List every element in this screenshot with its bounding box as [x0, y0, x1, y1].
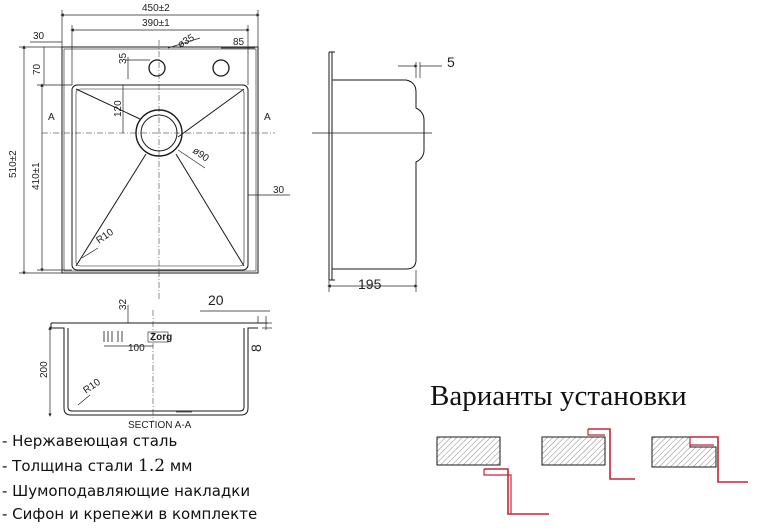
section-marker-right: A	[264, 112, 271, 123]
section-view-dimensions: 32 20 8 200 100 R10 Zorg SECTION A-A	[39, 292, 264, 431]
side-view	[312, 51, 432, 281]
tap-hole-left	[148, 59, 166, 77]
dim-section-radius: R10	[81, 377, 103, 397]
dim-drain-x: 100	[128, 343, 145, 354]
dim-inner-width: 390±1	[142, 18, 170, 29]
dim-hole-v: 35	[118, 52, 129, 64]
dim-section-flange: 20	[208, 292, 224, 308]
dim-side-depth: 195	[358, 276, 382, 292]
brand-mark: Zorg	[150, 332, 172, 343]
dim-section-rim: 32	[118, 298, 129, 310]
dim-left-offset: 30	[33, 31, 45, 42]
dim-right-offset: 85	[233, 37, 245, 48]
dim-corner-radius: R10	[94, 227, 116, 247]
dim-hole-dia: ø35	[176, 32, 197, 50]
installation-variants	[436, 428, 748, 515]
thickness-value: 1.2	[138, 456, 166, 476]
top-view-dimensions: 450±2 390±1 30 ø35 85 35 70 120 510±2 41…	[8, 3, 285, 246]
feature-item-thickness: - Толщина стали 1.2 мм	[2, 456, 193, 476]
feature-item-material: - Нержавеющая сталь	[2, 432, 178, 450]
dim-flange: 5	[447, 54, 455, 70]
sink-outer-outline	[61, 46, 259, 274]
variant-undermount	[436, 436, 549, 515]
variant-recessed	[651, 436, 748, 483]
section-marker-left: A	[48, 112, 55, 123]
top-view	[42, 40, 275, 300]
side-view-dimensions: 5 195	[358, 54, 455, 292]
sink-bowl	[71, 84, 249, 271]
dim-top-offset: 70	[32, 63, 43, 75]
dim-drain-v: 120	[113, 100, 124, 117]
dim-depth: 200	[39, 361, 50, 378]
tap-hole-right	[212, 59, 230, 77]
section-view	[50, 310, 268, 422]
variant-flush	[541, 428, 635, 480]
dim-section-drop: 8	[248, 344, 264, 352]
dim-right-rim: 30	[273, 185, 285, 196]
dim-overall-height: 510±2	[8, 150, 19, 178]
section-title: SECTION A-A	[128, 420, 192, 431]
variants-title: Варианты установки	[430, 380, 687, 412]
feature-item-noise-pads: - Шумоподавляющие накладки	[2, 482, 251, 500]
dim-drain-dia: ø90	[190, 145, 211, 164]
dim-overall-width: 450±2	[142, 3, 170, 14]
dim-inner-height: 410±1	[31, 162, 42, 190]
feature-item-siphon: - Сифон и крепежи в комплекте	[2, 505, 258, 523]
